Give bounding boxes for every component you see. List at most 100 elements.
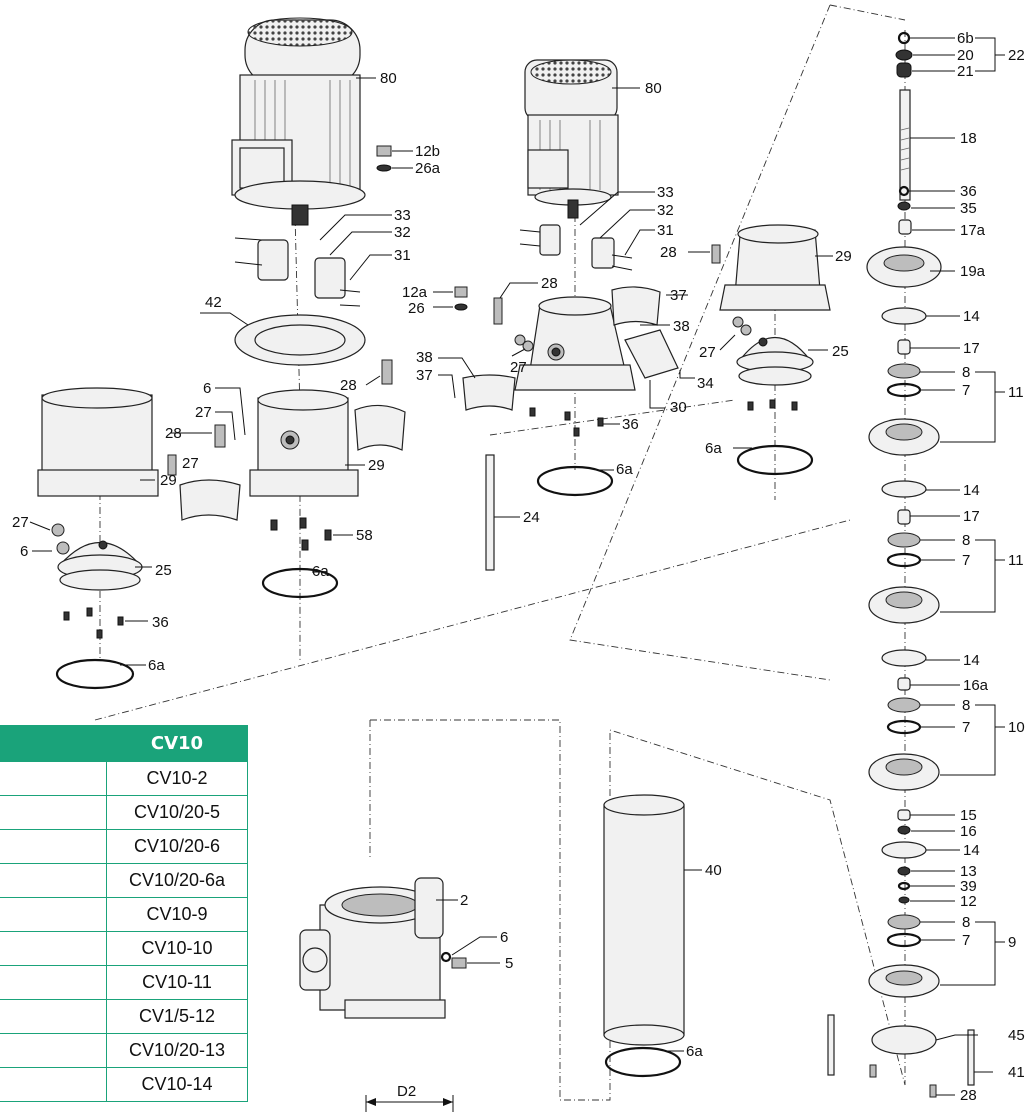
- model-table-header-blank: [0, 725, 107, 762]
- part-callout-label: 29: [368, 457, 385, 474]
- part-callout-label: 14: [963, 842, 980, 859]
- model-table-header: CV10: [106, 725, 248, 762]
- pump-dome-left: [51, 523, 143, 591]
- part-callout-label: 6a: [686, 1043, 703, 1060]
- part-callout-label: 36: [960, 183, 977, 200]
- assembly-centerlines: [94, 4, 906, 1101]
- table-row: CV10/20-6: [0, 829, 248, 864]
- table-cell: CV10-2: [106, 762, 248, 796]
- coupling-left: [234, 237, 361, 307]
- part-callout-label: 14: [963, 482, 980, 499]
- tie-rod-24: [485, 454, 495, 571]
- part-callout-label: 6: [20, 543, 28, 560]
- part-callout-label: 6a: [616, 461, 633, 478]
- table-row: CV10-2: [0, 762, 248, 796]
- part-callout-label: 45: [1008, 1027, 1025, 1044]
- part-callout-label: 25: [155, 562, 172, 579]
- pump-lantern-center: [514, 296, 636, 391]
- part-callout-label: 80: [645, 80, 662, 97]
- part-callout-label: 12a: [402, 284, 428, 301]
- part-callout-label: 28: [660, 244, 677, 261]
- part-callout-label: 12b: [415, 143, 440, 160]
- part-callout-label: 16a: [963, 677, 989, 694]
- pump-base: [299, 877, 446, 1019]
- pump-dome-right: [736, 336, 814, 386]
- part-callout-label: 14: [963, 652, 980, 669]
- part-callout-label: 6a: [312, 563, 329, 580]
- part-callout-label: 6: [500, 929, 508, 946]
- part-callout-label: 38: [416, 349, 433, 366]
- table-row: CV10-9: [0, 897, 248, 932]
- pump-lantern-left: [37, 387, 159, 497]
- part-callout-label: 6a: [705, 440, 722, 457]
- center-motor: [524, 59, 619, 219]
- part-callout-label: 28: [340, 377, 357, 394]
- part-callout-label: 28: [165, 425, 182, 442]
- table-cell: CV10/20-6a: [106, 863, 248, 898]
- part-callout-label: 6a: [148, 657, 165, 674]
- dimension-d2: [365, 1095, 454, 1112]
- part-callout-label: 32: [394, 224, 411, 241]
- part-callout-label: 36: [152, 614, 169, 631]
- bolts-middle: [270, 517, 332, 551]
- part-callout-label: 31: [657, 222, 674, 239]
- part-callout-label: 35: [960, 200, 977, 217]
- table-cell: CV10-10: [106, 931, 248, 966]
- pump-lantern-middle: [249, 389, 359, 497]
- part-callout-label: 40: [705, 862, 722, 879]
- part-callout-label: 10: [1008, 719, 1025, 736]
- dimension-d2-label: D2: [397, 1083, 416, 1100]
- part-callout-label: 19a: [960, 263, 986, 280]
- part-callout-label: 27: [195, 404, 212, 421]
- table-cell: CV10/20-5: [106, 795, 248, 830]
- part-callout-label: 7: [962, 932, 970, 949]
- part-callout-label: 11: [1008, 384, 1024, 401]
- part-callout-label: 31: [394, 247, 411, 264]
- table-cell: CV10-14: [106, 1067, 248, 1102]
- part-callout-label: 8: [962, 532, 970, 549]
- table-row: CV10-14: [0, 1067, 248, 1102]
- part-callout-label: 5: [505, 955, 513, 972]
- part-callout-label: 38: [673, 318, 690, 335]
- table-cell: CV10/20-13: [106, 1033, 248, 1068]
- part-callout-label: 58: [356, 527, 373, 544]
- part-callout-label: 14: [963, 308, 980, 325]
- part-callout-label: 9: [1008, 934, 1016, 951]
- table-cell: CV10/20-6: [106, 829, 248, 864]
- left-motor: [231, 17, 366, 226]
- coupling-center: [519, 224, 633, 271]
- part-callout-label: 6b: [957, 30, 974, 47]
- table-row: CV1/5-12: [0, 999, 248, 1034]
- part-callout-label: 41: [1008, 1064, 1025, 1081]
- model-table: CV10 CV10-2 CV10/20-5 CV10/20-6 CV10/20-…: [0, 725, 248, 1102]
- part-callout-label: 17: [963, 340, 980, 357]
- part-callout-label: 39: [960, 878, 977, 895]
- part-callout-label: 30: [670, 399, 687, 416]
- part-callout-label: 42: [205, 294, 222, 311]
- part-callout-label: 13: [960, 863, 977, 880]
- table-row: CV10-11: [0, 965, 248, 1000]
- part-callout-label: 6: [203, 380, 211, 397]
- part-callout-label: 33: [394, 207, 411, 224]
- table-cell: CV10-9: [106, 897, 248, 932]
- stack-callouts: [909, 37, 1005, 1096]
- part-callout-label: 21: [957, 63, 974, 80]
- part-callout-label: 27: [182, 455, 199, 472]
- part-callout-label: 37: [670, 287, 687, 304]
- part-callout-label: 8: [962, 914, 970, 931]
- part-callout-label: 18: [960, 130, 977, 147]
- part-callout-label: 32: [657, 202, 674, 219]
- part-callout-label: 7: [962, 552, 970, 569]
- table-row: CV10/20-6a: [0, 863, 248, 898]
- part-callout-label: 24: [523, 509, 540, 526]
- model-table-header-row: CV10: [0, 725, 248, 762]
- part-callout-label: 27: [699, 344, 716, 361]
- outer-sleeve-40: [603, 794, 685, 1046]
- part-callout-label: 2: [460, 892, 468, 909]
- part-callout-label: 22: [1008, 47, 1025, 64]
- adapter-flange-42: [234, 314, 366, 366]
- part-callout-label: 27: [12, 514, 29, 531]
- impeller-stack: [827, 31, 975, 1098]
- part-callout-label: 15: [960, 807, 977, 824]
